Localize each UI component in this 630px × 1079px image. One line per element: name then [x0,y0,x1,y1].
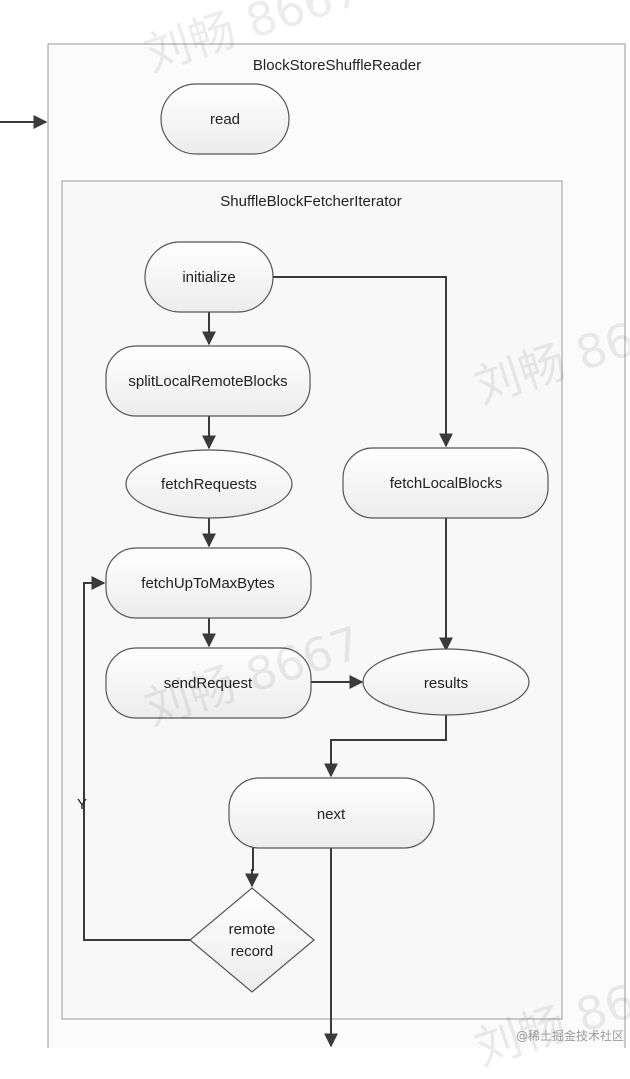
node-remote-record-decision [189,887,315,993]
node-split-label: splitLocalRemoteBlocks [128,373,287,390]
node-results [362,648,530,716]
node-next-label: next [317,806,346,823]
edge-results-to-next [324,714,447,778]
outer-container-title: BlockStoreShuffleReader [253,57,421,74]
flowchart: BlockStoreShuffleReader ShuffleBlockFetc… [0,43,626,1048]
node-send-request [105,647,312,719]
node-fetch-requests-label: fetchRequests [161,476,257,493]
node-remote-record-label-line2: record [231,943,274,960]
node-initialize-label: initialize [182,269,235,286]
edge-label-yes: Y [77,796,87,813]
node-read [160,83,290,155]
node-fetch-up-to-label: fetchUpToMaxBytes [141,575,274,592]
node-fetch-local-label: fetchLocalBlocks [390,475,503,492]
credit-text: @稀土掘金技术社区 [515,1029,624,1043]
node-results-label: results [424,675,468,692]
node-fetch-requests [125,449,293,519]
inner-container-title: ShuffleBlockFetcherIterator [220,193,401,210]
node-split-local-remote-blocks [105,345,311,417]
node-initialize [144,241,274,313]
node-fetch-local-blocks [342,447,549,519]
edge-next-to-remote-record [245,848,259,888]
node-fetch-up-to-max-bytes [105,547,312,619]
node-remote-record-label-line1: remote [229,921,276,938]
node-next [228,777,435,849]
node-send-request-label: sendRequest [164,675,253,692]
node-read-label: read [210,111,240,128]
edge-initialize-to-fetch-local [272,276,453,448]
edge-remote-record-loop-to-fetch-up-to [83,576,192,941]
